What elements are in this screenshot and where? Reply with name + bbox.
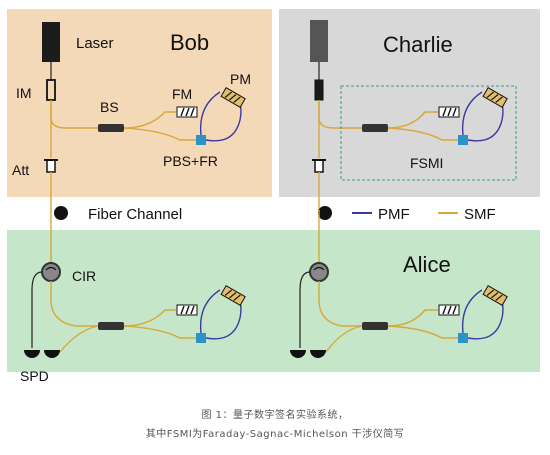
bs-label: BS <box>100 99 119 115</box>
spd-detector <box>44 350 60 358</box>
bs-coupler <box>98 322 124 330</box>
figure-caption-line-1: 图 1：量子数字签名实验系统， <box>201 410 349 421</box>
bs-coupler <box>362 124 388 132</box>
spd-label: SPD <box>20 368 49 384</box>
pbs-fr <box>196 333 206 343</box>
smf-fiber <box>318 281 362 327</box>
bob-title: Bob <box>170 30 209 55</box>
fiber-channel-spool <box>54 206 68 220</box>
smf-fiber <box>387 127 458 141</box>
bob-setup <box>42 22 246 210</box>
fsmi-label: FSMI <box>410 155 443 171</box>
pm-modulator <box>482 86 508 109</box>
smf-fiber <box>325 325 363 353</box>
im-label: IM <box>16 85 32 101</box>
fm-hatch <box>442 107 457 117</box>
fm-hatch <box>180 107 195 117</box>
smf-fiber <box>318 100 362 129</box>
spd-fiber <box>299 271 311 348</box>
pbs-fr-label: PBS+FR <box>163 153 218 169</box>
alice-setup <box>24 230 508 358</box>
smf-fiber <box>387 325 458 339</box>
legend-smf-label: SMF <box>464 206 496 223</box>
pmf-fiber <box>199 289 221 334</box>
spd-detector <box>290 350 306 358</box>
legend-pmf-label: PMF <box>378 206 410 223</box>
spd-detector <box>24 350 40 358</box>
pmf-fiber <box>199 91 221 136</box>
pbs-fr <box>196 135 206 145</box>
smf-fiber <box>123 127 196 141</box>
pmf-fiber <box>461 289 483 334</box>
smf-fiber <box>50 281 98 327</box>
pmf-fiber <box>461 91 483 136</box>
pm-modulator <box>220 86 246 109</box>
cir-arrow <box>45 266 57 271</box>
att-label: Att <box>12 162 29 178</box>
pbs-fr <box>458 135 468 145</box>
cir-circulator <box>309 262 329 282</box>
fm-label: FM <box>172 86 192 102</box>
smf-fiber <box>123 325 196 339</box>
att-attenuator <box>314 159 324 173</box>
im-modulator <box>314 79 324 101</box>
smf-fiber <box>59 325 99 353</box>
spd-fiber <box>31 271 43 348</box>
fm-hatch <box>180 305 195 315</box>
pm-modulator <box>482 284 508 307</box>
alice-panel <box>7 230 540 372</box>
bs-coupler <box>362 322 388 330</box>
fiber-channel-spool <box>318 206 332 220</box>
fiber-channel-label: Fiber Channel <box>88 206 182 223</box>
spd-detector <box>310 350 326 358</box>
charlie-title: Charlie <box>383 32 453 57</box>
alice-title: Alice <box>403 252 451 277</box>
fsmi-box <box>340 85 517 181</box>
laser-box <box>42 22 60 62</box>
bs-coupler <box>98 124 124 132</box>
cir-arrow <box>313 266 325 271</box>
cir-label: CIR <box>72 268 96 284</box>
charlie-setup <box>310 20 517 210</box>
pm-modulator <box>220 284 246 307</box>
fm-hatch <box>442 305 457 315</box>
pm-label: PM <box>230 71 251 87</box>
pbs-fr <box>458 333 468 343</box>
figure-caption-line-2: 其中FSMI为Faraday-Sagnac-Michelson 干涉仪简写 <box>145 429 405 440</box>
cir-circulator <box>41 262 61 282</box>
att-attenuator <box>46 159 56 173</box>
laser-box <box>310 20 328 62</box>
laser-label: Laser <box>76 35 114 52</box>
